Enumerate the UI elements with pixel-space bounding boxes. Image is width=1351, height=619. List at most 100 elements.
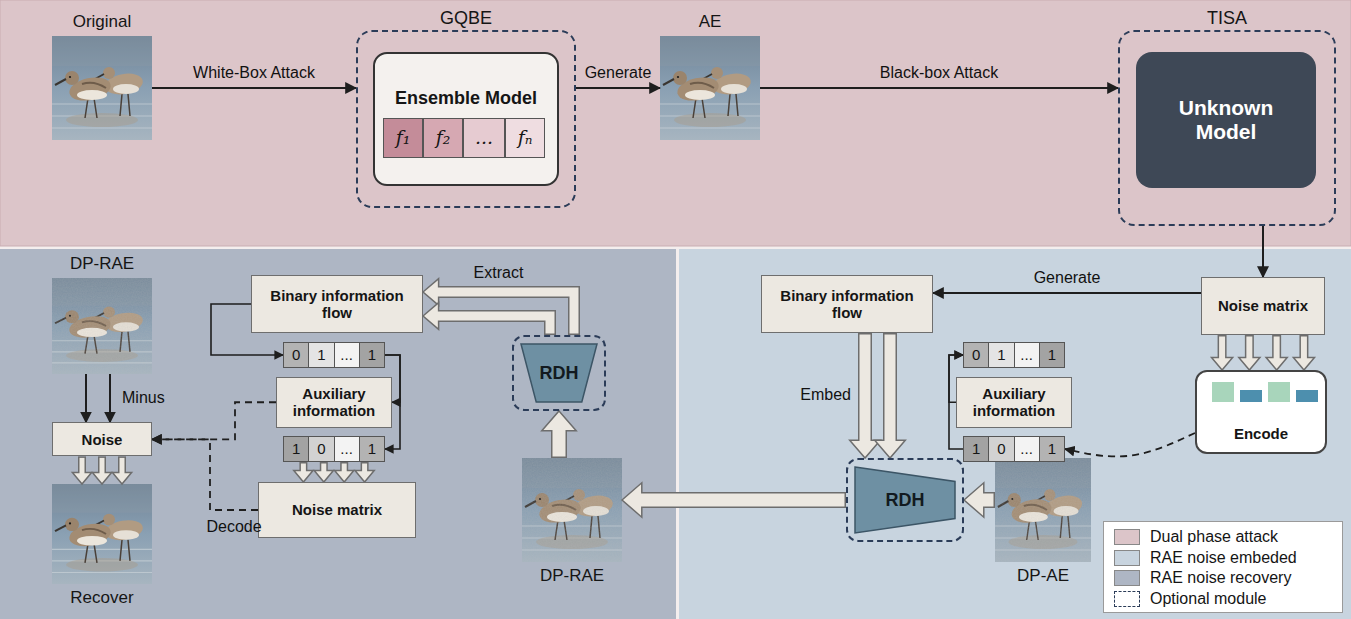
block-arrow-body (1301, 337, 1307, 360)
block-arrow (294, 462, 374, 482)
arrow-line (1262, 226, 1264, 277)
box-label: Binary information flow (762, 287, 932, 322)
bit-cell: 1 (1040, 343, 1064, 367)
box-label: Binary information flow (252, 287, 422, 322)
block-arrow-head (622, 483, 642, 517)
arrow-line (576, 87, 660, 89)
box-label: Noise matrix (1214, 297, 1312, 314)
bird-photo (52, 36, 152, 140)
legend-entry: RAE noise embeded (1114, 548, 1332, 569)
image-label: Recover (70, 588, 133, 608)
bit-cell: 1 (284, 437, 309, 461)
block-arrow-body (301, 464, 306, 473)
box-label: Ensemble Model (395, 88, 537, 109)
bird-photo (660, 36, 760, 140)
image-label: DP-RAE (540, 566, 604, 586)
legend-box: Dual phase attackRAE noise embededRAE no… (1103, 521, 1343, 613)
bird-photo (52, 278, 152, 374)
block-arrow-body (80, 458, 85, 475)
legend-swatch (1114, 550, 1140, 566)
generate-arrow (933, 293, 1201, 294)
image-frame: Recover (52, 484, 152, 584)
optional-module: GQBEEnsemble Modelf₁f₂...fₙ (356, 30, 576, 208)
box-label: Auxiliary information (957, 385, 1071, 420)
image-label: AE (699, 12, 722, 32)
rdh-trapezoid (521, 344, 597, 402)
noise-grain (522, 458, 622, 562)
bird-photo (995, 458, 1091, 562)
image-label: DP-AE (1017, 566, 1069, 586)
noise-grain (995, 458, 1091, 562)
dashed-arrow (1065, 433, 1195, 456)
edge-label: Embed (800, 386, 851, 404)
image-frame: DP-RAE (522, 458, 622, 562)
arrow-line (933, 292, 1201, 294)
image-frame: DP-RAE (52, 278, 152, 374)
process-box: Binary information flow (761, 275, 933, 333)
process-box: Noise matrix (1201, 277, 1325, 335)
block-arrow (542, 411, 576, 458)
block-arrow-head (423, 279, 439, 306)
embed-panel (679, 249, 1351, 619)
encode-box: Encode (1195, 370, 1327, 454)
legend-label: Dual phase attack (1150, 528, 1278, 546)
block-arrow-body (437, 292, 574, 334)
extract-arrow (423, 279, 574, 335)
model-label: f₂ (436, 127, 451, 149)
dashed-arrow (152, 439, 258, 510)
rdh-module: RDH (846, 458, 964, 542)
recovery-panel (0, 249, 676, 619)
bit-cell: ... (1015, 343, 1040, 367)
arrow-line (109, 374, 111, 422)
block-arrow-body (362, 464, 367, 473)
model-box: Unknown Model (1136, 52, 1316, 188)
bit-cell: ... (335, 437, 360, 461)
image-frame: Original (52, 36, 152, 140)
legend-swatch (1114, 529, 1140, 545)
generate-arrow (576, 88, 660, 89)
model-cell: f₁ (383, 118, 423, 158)
legend-entry: Optional module (1114, 589, 1332, 610)
image-label: DP-RAE (70, 254, 134, 274)
module-title: GQBE (440, 8, 492, 29)
model-cell: f₂ (423, 118, 463, 158)
bit-array: 10...1 (963, 436, 1065, 462)
process-box: Noise (52, 422, 152, 456)
box-label: RDH (886, 490, 925, 511)
block-arrow-body (321, 464, 326, 473)
edge-label: Generate (1034, 269, 1101, 287)
block-arrow-head (875, 440, 906, 458)
block-arrow (964, 483, 995, 517)
block-arrow-body (120, 458, 125, 475)
module-title: TISA (1207, 8, 1247, 29)
edge-label: Black-box Attack (880, 64, 998, 82)
block-arrow (1212, 335, 1315, 370)
optional-module: TISAUnknown Model (1118, 30, 1336, 226)
process-box: Auxiliary information (276, 377, 392, 428)
model-label: f₁ (396, 127, 411, 149)
image-frame: AE (660, 36, 760, 140)
box-label: RDH (540, 363, 579, 384)
edge-label: Extract (474, 264, 524, 282)
process-box: Noise matrix (258, 482, 416, 538)
dashed-arrow (1065, 433, 1195, 456)
bit-array: 01...1 (283, 342, 385, 368)
bit-cell: 1 (309, 343, 334, 367)
minus-arrow (86, 374, 110, 422)
block-arrow (72, 456, 131, 484)
encode-bar (1296, 390, 1318, 402)
block-arrow-body (860, 335, 871, 443)
dashed-arrow (152, 402, 276, 439)
bit-cell: 1 (360, 437, 384, 461)
rdh-module: RDH (512, 335, 606, 411)
bit-cell: 1 (360, 343, 384, 367)
bit-cell: 1 (1040, 437, 1064, 461)
block-arrow-body (1246, 337, 1252, 360)
image-label: Original (73, 12, 132, 32)
bird-photo (522, 458, 622, 562)
arrow-line (85, 374, 87, 422)
edge-label: Minus (122, 389, 165, 407)
flow-arrow (1263, 226, 1264, 277)
encode-bar (1212, 382, 1234, 402)
block-arrow-body (437, 316, 550, 334)
